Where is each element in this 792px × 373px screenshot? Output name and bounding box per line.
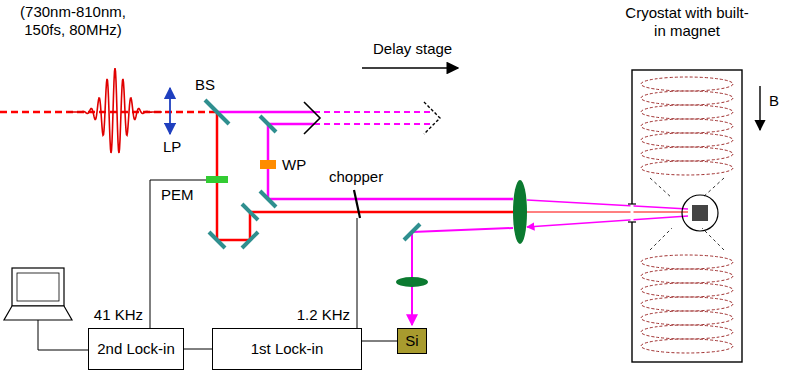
pump-beam-dashed [314,123,432,125]
component-label: BS [194,76,216,94]
sample-holder [682,195,718,231]
beam-splitter [205,100,229,124]
pump-beam-dashed [314,111,432,113]
cryostat [632,70,742,362]
lock-in-box: 2nd Lock-in [88,328,184,370]
signal-connector [184,349,212,350]
mirror [242,204,258,220]
pump-beam [268,198,513,201]
signal-wire [38,320,88,350]
pump-beam [527,200,688,209]
mirror [209,232,225,248]
node-text: Si [405,332,418,350]
node-text: 2nd Lock-in [97,340,175,358]
component-label: chopper [328,168,384,186]
component-label: WP [281,156,307,174]
chopper [354,190,360,218]
signal-connector [362,341,397,342]
lens [513,180,527,244]
delay-arrow [362,67,458,69]
magnet-coil [641,77,733,353]
signal-wire [357,218,358,328]
field-arrow [759,86,760,130]
probe-beam [250,211,513,214]
mirror [404,224,420,240]
laptop-base [4,306,72,320]
field-label: B [768,92,780,110]
lock-in-box: 1st Lock-in [212,328,362,370]
mirror [260,116,276,132]
component-label: LP [162,138,182,156]
signal-wire [150,180,206,328]
cryostat-guide [650,178,724,250]
frequency-label: 41 KHz [93,306,144,324]
probe-beam [217,239,250,242]
laptop-screen [17,273,59,301]
node-text: Cryostat with built-in magnet [622,4,752,40]
cryostat-window [631,204,634,222]
laser-pulse [68,68,162,153]
cryostat-window [628,203,636,204]
cryostat-window [628,221,636,222]
lens [396,277,428,287]
pem [206,176,228,183]
pump-beam [217,111,314,114]
component-label: PEM [160,186,195,204]
retroreflector [304,102,320,134]
detector-box: Si [397,328,427,354]
mirror [260,191,276,207]
probe-beam [249,212,252,240]
frequency-label: 1.2 KHz [296,306,351,324]
retroreflector-moved [424,102,440,134]
reflected-beam [527,216,688,227]
linear-polarizer [169,88,171,134]
pump-beam [268,123,314,126]
cryostat-heading: Cryostat with built-in magnet [622,4,752,54]
laser-spec: (730nm-810nm, 150fs, 80MHz) [6,3,140,39]
component-label: Delay stage [372,40,453,58]
laptop-screen [12,268,64,306]
node-text: 1st Lock-in [251,340,324,358]
mirror [242,232,258,248]
sample [692,205,708,221]
probe-beam [527,212,688,213]
reflected-beam [412,228,513,232]
waveplate [260,160,276,169]
